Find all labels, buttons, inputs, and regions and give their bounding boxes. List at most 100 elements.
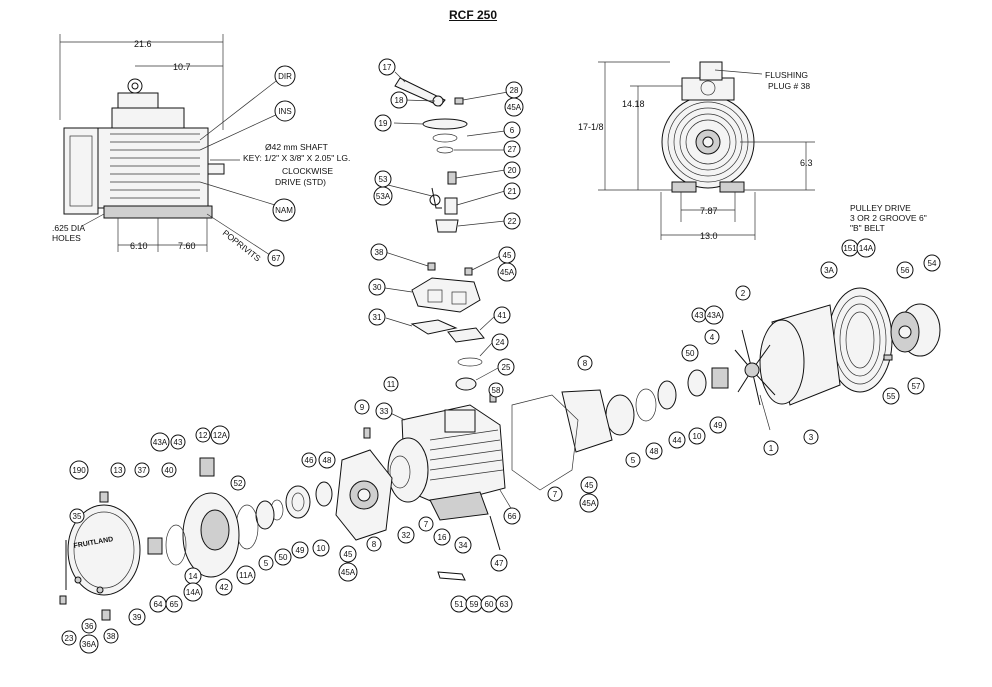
svg-text:34: 34 [459,541,468,550]
svg-text:33: 33 [380,407,389,416]
callout-56: 56 [896,261,914,279]
front-view: 17-1/8 14.18 FLUSHING PLUG # 38 6.3 7.87 [578,61,815,241]
svg-text:43: 43 [174,438,183,447]
side-view: 21.6 10.7 6.10 7.60 .625 DIA [52,34,350,267]
callout-45-mid2: 45 [339,545,357,563]
shaft-note-line1: Ø42 mm SHAFT [265,142,328,152]
poprivits-note: POPRIVITS [221,228,263,264]
dim-front-height: 17-1/8 [578,122,604,132]
callout-ins: INS [274,100,296,122]
callout-27: 27 [503,140,521,158]
callout-22: 22 [503,212,521,230]
callout-38: 38 [103,628,119,644]
svg-text:36A: 36A [82,640,97,649]
callout-63: 63 [495,595,513,613]
svg-text:10: 10 [317,544,326,553]
svg-text:45: 45 [344,550,353,559]
dim-plug-height: 14.18 [622,99,645,109]
holes-note-line2: HOLES [52,233,81,243]
fan-pulley-group [511,287,941,491]
callout-36a: 36A [79,634,99,654]
svg-text:42: 42 [220,583,229,592]
callout-54: 54 [923,254,941,272]
dim-base-left: 6.10 [130,241,148,251]
svg-text:30: 30 [373,283,382,292]
svg-text:38: 38 [375,248,384,257]
callout-47: 47 [490,554,508,572]
callout-38-top: 38 [370,243,388,261]
svg-text:59: 59 [470,600,479,609]
callout-11a: 11A [236,565,256,585]
callout-7-mid: 7 [418,516,434,532]
svg-text:20: 20 [508,166,517,175]
pulley-note-line1: PULLEY DRIVE [850,203,911,213]
callout-2: 2 [735,285,751,301]
svg-text:5: 5 [631,456,636,465]
svg-text:14A: 14A [859,244,874,253]
callout-21: 21 [503,182,521,200]
svg-text:8: 8 [583,359,588,368]
svg-text:50: 50 [686,349,695,358]
svg-text:51: 51 [455,600,464,609]
callout-32: 32 [397,526,415,544]
callout-8-right: 8 [577,355,593,371]
svg-text:65: 65 [170,600,179,609]
callout-44: 44 [668,431,686,449]
svg-text:INS: INS [278,107,291,116]
callout-40: 40 [161,462,177,478]
callout-37: 37 [134,462,150,478]
svg-text:11: 11 [387,380,396,389]
svg-text:48: 48 [323,456,332,465]
callout-42: 42 [215,578,233,596]
drive-note-line2: DRIVE (STD) [275,177,326,187]
callout-9: 9 [354,399,370,415]
svg-text:31: 31 [373,313,382,322]
top-valve-stack [384,71,509,391]
callout-25: 25 [497,358,515,376]
dim-overall-width: 21.6 [134,39,152,49]
svg-text:38: 38 [107,632,116,641]
svg-text:58: 58 [492,386,501,395]
callout-45a-mid2: 45A [338,562,358,582]
svg-text:43A: 43A [153,438,168,447]
callout-34: 34 [454,536,472,554]
svg-text:43: 43 [695,311,704,320]
callout-45a-mid: 45A [497,262,517,282]
callout-10-right: 10 [688,427,706,445]
callout-14: 14 [184,567,202,585]
svg-text:12: 12 [199,431,208,440]
svg-text:54: 54 [928,259,937,268]
callout-24: 24 [491,333,509,351]
svg-text:37: 37 [138,466,147,475]
callout-33: 33 [375,402,393,420]
callout-dir: DIR [274,65,296,87]
callout-50-right: 50 [681,344,699,362]
svg-text:50: 50 [279,553,288,562]
svg-text:49: 49 [296,546,305,555]
svg-text:25: 25 [502,363,511,372]
svg-text:23: 23 [65,634,74,643]
svg-text:151: 151 [843,244,857,253]
svg-text:39: 39 [133,613,142,622]
svg-text:45A: 45A [500,268,515,277]
callout-190: 190 [69,460,89,480]
svg-text:7: 7 [424,520,429,529]
svg-text:66: 66 [508,512,517,521]
callout-57: 57 [907,377,925,395]
callout-30: 30 [368,278,386,296]
callout-19: 19 [374,114,392,132]
dim-front-base-outer: 13.0 [700,231,718,241]
callout-nam: NAM [272,198,296,222]
left-callouts: 46 48 10 49 50 5 8 45 45A 52 11A 42 14 1… [61,425,382,654]
svg-text:190: 190 [72,466,86,475]
callout-39: 39 [128,608,146,626]
callout-4: 4 [704,329,720,345]
callout-12a: 12A [210,425,230,445]
svg-text:3A: 3A [824,266,834,275]
callout-16: 16 [433,528,451,546]
callout-18: 18 [390,91,408,109]
impeller-side-group: FRUITLAND [59,449,393,621]
pulley-note-line3: "B" BELT [850,223,885,233]
callout-66: 66 [503,507,521,525]
